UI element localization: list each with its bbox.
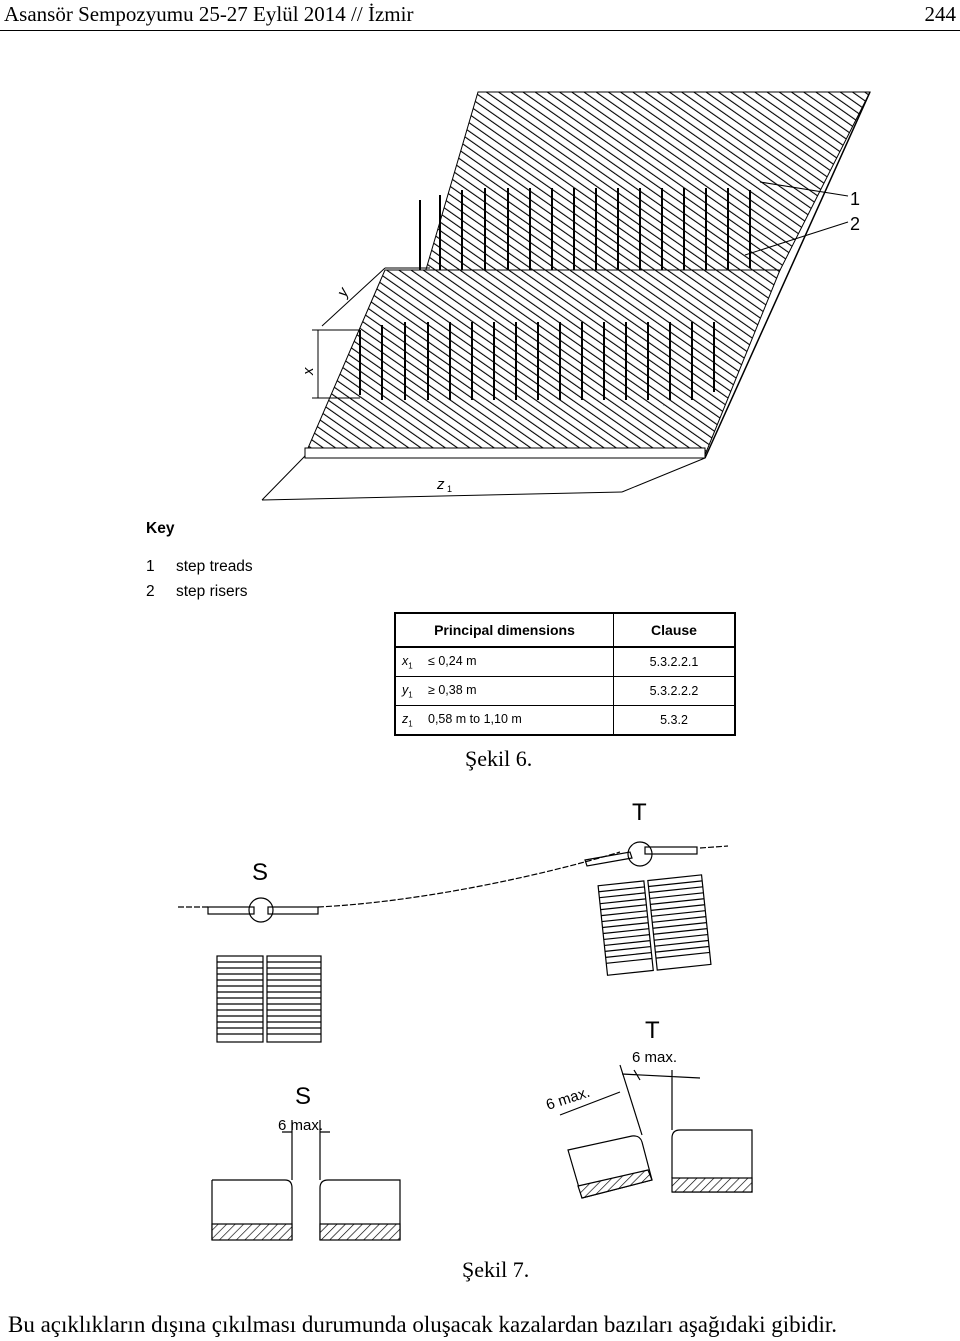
principal-dimensions-table: Principal dimensions Clause x1≤ 0,24 m 5… <box>394 612 736 736</box>
upper-step <box>419 91 871 291</box>
header-title: Asansör Sempozyumu 25-27 Eylül 2014 // İ… <box>4 2 414 26</box>
s-max-label: 6 max. <box>278 1117 323 1134</box>
escalator-steps-drawing: x y z 1 1 2 <box>261 91 871 501</box>
comb-gap-drawing: S T S T 6 max. 6 max. 6 max. <box>178 799 753 1241</box>
figure-key: Key 1 step treads 2 step risers <box>146 520 253 608</box>
key-item-label: step risers <box>176 583 248 600</box>
t-max-label-angled: 6 max. <box>544 1084 592 1114</box>
key-title: Key <box>146 520 175 537</box>
dimension-cell: x1≤ 0,24 m <box>394 646 614 677</box>
table-row: x1≤ 0,24 m 5.3.2.2.1 <box>394 646 736 677</box>
key-item-number: 1 <box>146 558 155 575</box>
s-label-top: S <box>252 859 268 886</box>
key-item-label: step treads <box>176 558 253 575</box>
table-header: Clause <box>613 612 736 648</box>
x1-label: x <box>300 367 317 376</box>
t-max-label: 6 max. <box>632 1049 677 1066</box>
key-item-number: 2 <box>146 583 155 600</box>
table-header: Principal dimensions <box>394 612 614 648</box>
callout-2: 2 <box>850 214 860 234</box>
clause-cell: 5.3.2 <box>613 705 736 736</box>
clause-cell: 5.3.2.2.2 <box>613 676 736 706</box>
key-item: 2 step risers <box>146 583 253 608</box>
y1-label: y <box>333 284 353 301</box>
dimension-cell: y1≥ 0,38 m <box>394 676 614 706</box>
lower-step <box>304 269 781 459</box>
z1-label: z <box>436 476 445 493</box>
page-number: 244 <box>924 2 957 26</box>
page-header: Asansör Sempozyumu 25-27 Eylül 2014 // İ… <box>0 0 960 31</box>
figure-7-caption: Şekil 7. <box>462 1257 530 1282</box>
t-label-top: T <box>632 799 647 826</box>
clause-cell: 5.3.2.2.1 <box>613 646 736 677</box>
s-label-bottom: S <box>295 1083 311 1110</box>
figure-6-caption: Şekil 6. <box>465 746 533 771</box>
body-paragraph: Bu açıklıkların dışına çıkılması durumun… <box>8 1312 838 1337</box>
table-row: y1≥ 0,38 m 5.3.2.2.2 <box>394 676 736 706</box>
key-item: 1 step treads <box>146 558 253 583</box>
t-label-bottom: T <box>645 1017 660 1044</box>
callout-1: 1 <box>850 189 860 209</box>
z1-subscript: 1 <box>447 484 452 494</box>
t-cleat-block <box>597 874 712 976</box>
s-cleat-block <box>216 955 322 1043</box>
table-header-row: Principal dimensions Clause <box>394 612 736 648</box>
dimension-lines <box>261 181 849 501</box>
